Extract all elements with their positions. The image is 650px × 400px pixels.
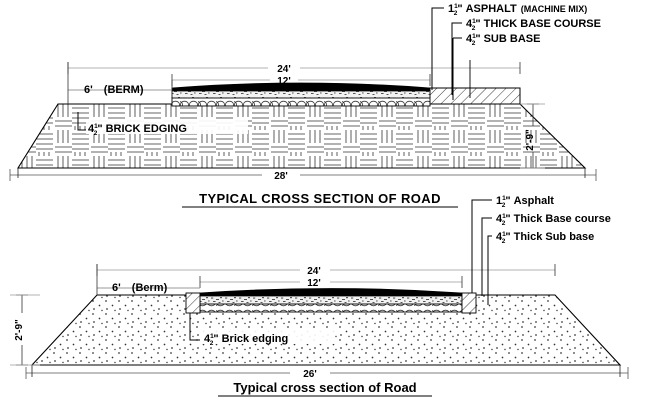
bottom-brick-edging-right — [461, 292, 477, 314]
bottom-dim-overall-width-label: 26' — [303, 369, 317, 380]
top-dim-depth-label: 2'-9" — [525, 129, 536, 151]
bottom-brick-edging-label-bg — [200, 330, 335, 344]
top-asphalt-layer — [171, 82, 431, 92]
bottom-dim-carriageway — [96, 264, 556, 276]
bottom-berm-note: (Berm) — [132, 282, 168, 294]
top-brick-frac-den: 2 — [94, 130, 98, 137]
top-brick-edging-leader — [77, 112, 86, 131]
bottom-subbase-frac-num: 1 — [502, 231, 506, 238]
bottom-brick-edging-leader — [189, 313, 200, 341]
top-callout-leaders — [431, 7, 471, 100]
bottom-asphalt-label: Asphalt — [514, 195, 555, 207]
bottom-dim-half-carriageway-label: 12' — [307, 278, 321, 289]
bottom-base-frac-den: 2 — [502, 220, 506, 227]
bottom-asphalt-value: 1 — [496, 195, 502, 207]
top-asphalt-unit: " — [457, 3, 462, 15]
bottom-brick-frac-den: 2 — [210, 340, 214, 347]
bottom-base-label: Thick Base course — [514, 213, 611, 225]
top-cross-section: 28' 24' 12' 6' (BERM) — [9, 3, 601, 208]
bottom-brick-label: Brick edging — [222, 333, 289, 345]
bottom-asphalt-layer — [199, 288, 463, 297]
top-asphalt-value: 1 — [448, 3, 454, 15]
bottom-subbase-label: Thick Sub base — [514, 231, 595, 243]
bottom-dim-berm-label: 6' (Berm) — [112, 282, 168, 294]
bottom-callout-leaders — [471, 199, 492, 305]
top-brick-value: 4 — [88, 123, 95, 135]
top-subbase-frac-den: 2 — [472, 40, 476, 47]
top-dim-half-carriageway-label: 12' — [277, 76, 291, 87]
bottom-subbase-unit: " — [505, 231, 510, 243]
top-subbase-label: SUB BASE — [484, 33, 541, 45]
top-base-unit: " — [475, 18, 480, 30]
bottom-section-title: Typical cross section of Road — [233, 380, 416, 395]
bottom-base-value: 4 — [496, 213, 503, 225]
top-subbase-unit: " — [475, 33, 480, 45]
bottom-subbase-value: 4 — [496, 231, 503, 243]
bottom-brick-unit: " — [213, 333, 218, 345]
top-brick-unit: " — [97, 123, 102, 135]
bottom-dim-berm — [96, 264, 200, 295]
bottom-brick-frac-num: 1 — [210, 333, 214, 340]
bottom-berm-value: 6' — [112, 282, 121, 294]
top-berm-value: 6' — [84, 84, 93, 96]
top-brick-edging-label-bg — [86, 120, 248, 134]
bottom-subbase-frac-den: 2 — [502, 238, 506, 245]
bottom-dim-carriageway-label: 24' — [307, 266, 321, 277]
top-subbase-value: 4 — [466, 33, 473, 45]
bottom-brick-edging-left — [185, 292, 201, 314]
bottom-base-unit: " — [505, 213, 510, 225]
bottom-asphalt-frac-den: 2 — [502, 202, 506, 209]
top-dim-overall-width-label: 28' — [274, 171, 288, 182]
top-dim-overall-width — [9, 168, 597, 181]
top-base-frac-den: 2 — [472, 25, 476, 32]
top-base-label: THICK BASE COURSE — [484, 18, 601, 30]
top-base-value: 4 — [466, 18, 473, 30]
top-asphalt-label: ASPHALT — [466, 3, 517, 15]
top-dim-berm — [67, 62, 173, 104]
top-asphalt-frac-den: 2 — [454, 10, 458, 17]
top-dim-berm-label: 6' (BERM) — [84, 84, 144, 96]
top-berm-note: (BERM) — [104, 84, 144, 96]
bottom-dim-depth-label: 2'-9" — [14, 319, 25, 341]
bottom-cross-section: 26' 24' 12' 6' (Berm) — [10, 195, 629, 397]
top-asphalt-note: (MACHINE MIX) — [521, 4, 588, 14]
bottom-dim-depth — [10, 294, 40, 366]
top-brick-frac-num: 1 — [94, 123, 98, 130]
bottom-asphalt-unit: " — [505, 195, 510, 207]
top-section-title: TYPICAL CROSS SECTION OF ROAD — [199, 191, 441, 206]
top-base-frac-num: 1 — [472, 18, 476, 25]
top-brick-label: BRICK EDGING — [106, 123, 187, 135]
bottom-asphalt-frac-num: 1 — [502, 195, 506, 202]
top-asphalt-frac-num: 1 — [454, 3, 458, 10]
top-subbase-frac-num: 1 — [472, 33, 476, 40]
bottom-dim-overall-width — [25, 365, 629, 379]
bottom-dim-half-carriageway — [199, 276, 463, 288]
bottom-base-frac-num: 1 — [502, 213, 506, 220]
top-dim-carriageway-label: 24' — [277, 64, 291, 75]
top-dim-depth — [520, 103, 545, 169]
bottom-brick-value: 4 — [204, 333, 211, 345]
